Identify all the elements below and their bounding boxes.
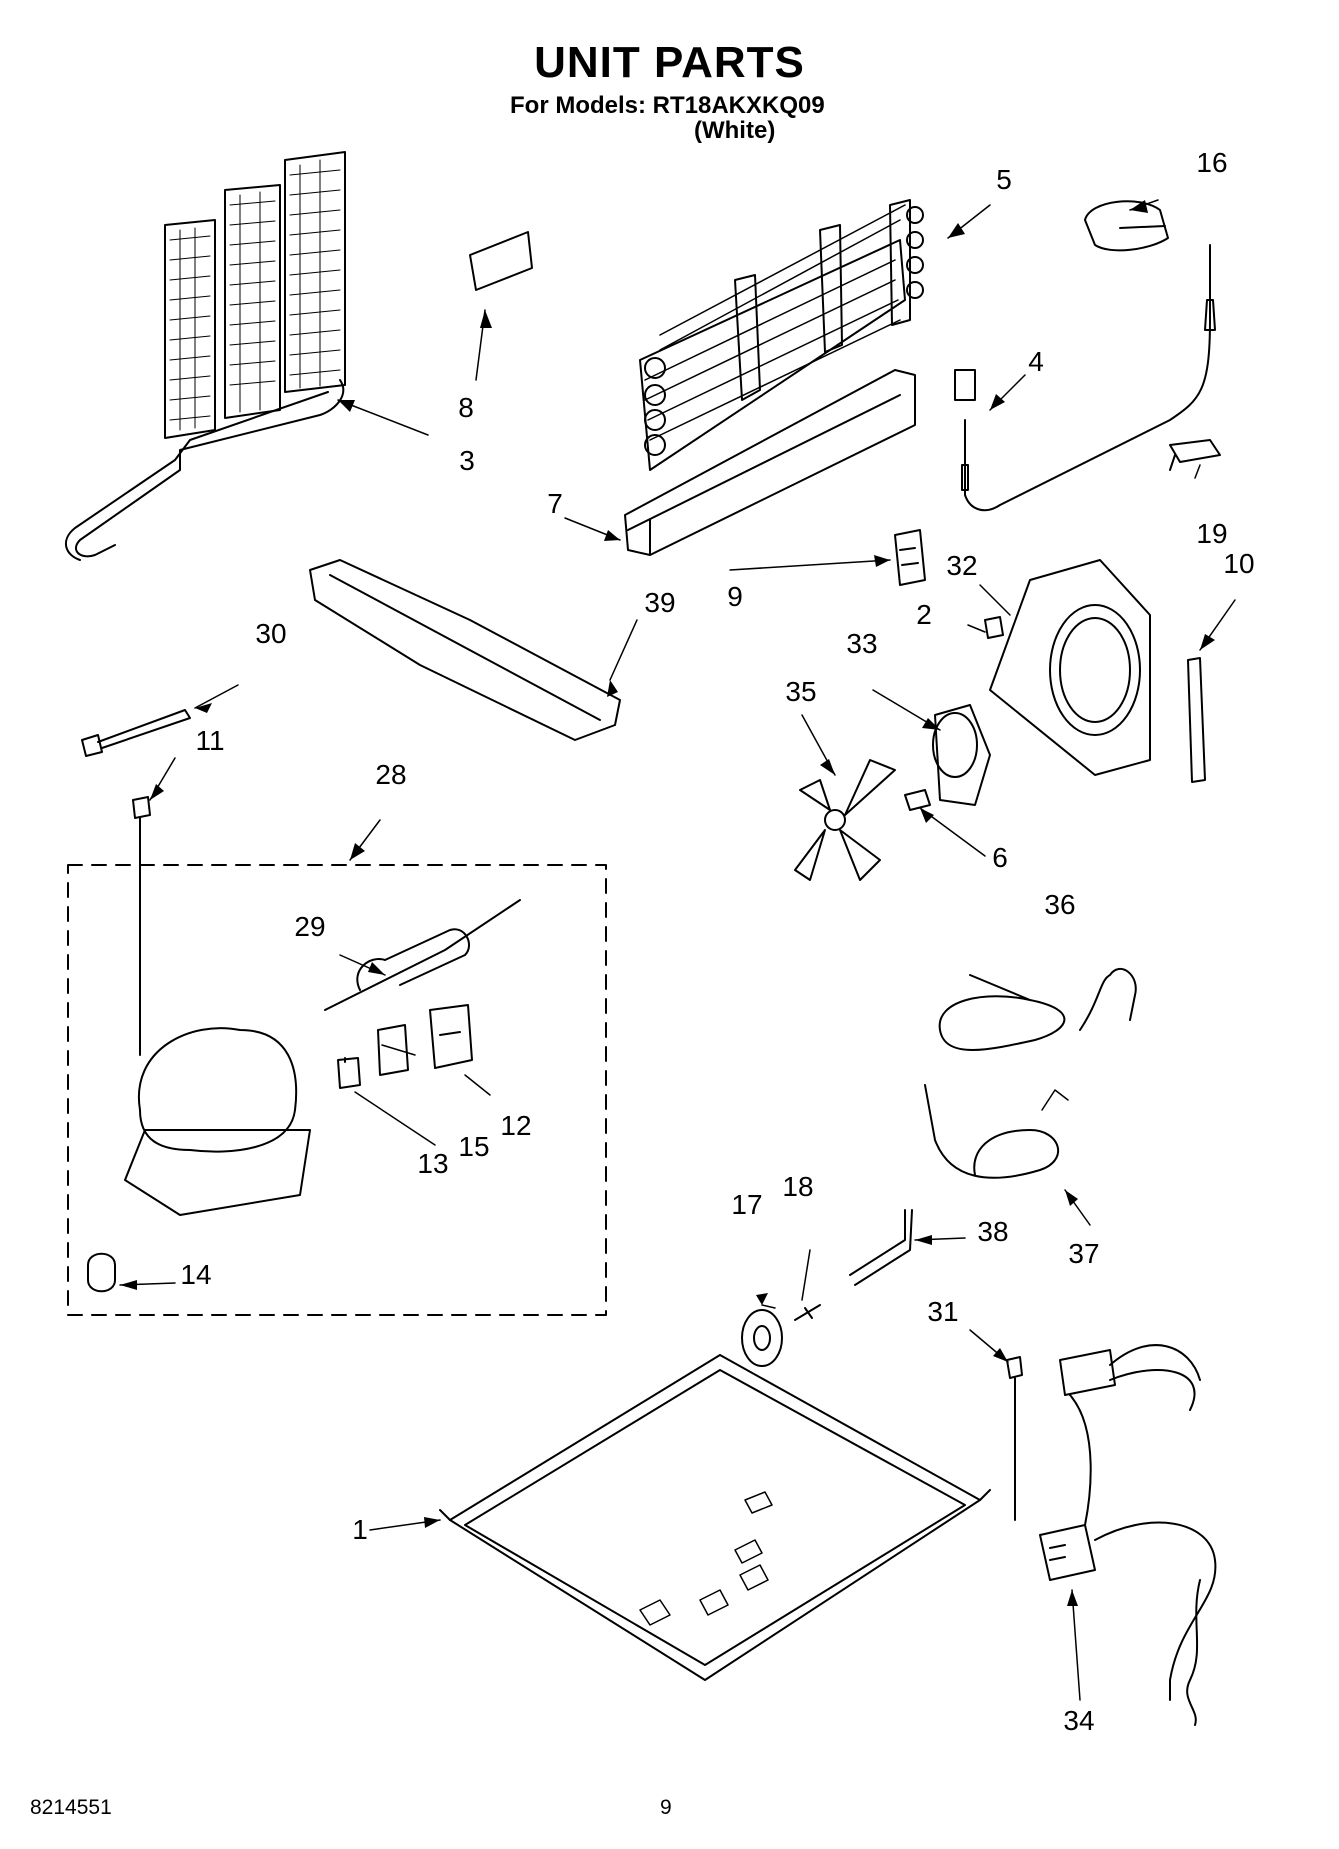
callout-11: 11 [195, 725, 225, 756]
drain-trough-part [624, 369, 916, 556]
cap-part [1084, 200, 1169, 252]
drier-part [324, 899, 521, 1011]
part-12-shape [429, 1004, 473, 1069]
callout-8: 8 [458, 392, 474, 423]
callout-31: 31 [927, 1296, 959, 1327]
screw-6-part [904, 789, 931, 811]
callout-10: 10 [1223, 548, 1255, 579]
callout-19: 19 [1196, 518, 1228, 549]
doc-number: 8214551 [30, 1796, 112, 1819]
callout-34: 34 [1063, 1705, 1095, 1736]
strip-part [1187, 657, 1206, 783]
fan-hub-part [824, 809, 846, 831]
callout-4: 4 [1028, 346, 1044, 377]
callout-14: 14 [180, 1259, 212, 1290]
roller-part [741, 1309, 783, 1367]
condenser-coil-part [65, 151, 346, 561]
tube-38-part [849, 1209, 913, 1286]
leader-lines [119, 199, 1236, 1701]
callout-29: 29 [294, 911, 326, 942]
part-15-shape [377, 1024, 409, 1076]
callout-33: 33 [846, 628, 878, 659]
callout-2: 2 [916, 599, 932, 630]
callout-38: 38 [977, 1216, 1009, 1247]
base-part [439, 1354, 991, 1681]
callout-7: 7 [547, 488, 563, 519]
page-title: UNIT PARTS [534, 38, 805, 87]
evaporator-part [639, 199, 924, 471]
pad-part [469, 231, 533, 291]
callout-17: 17 [731, 1189, 763, 1220]
fan-shroud-part [989, 559, 1151, 776]
drain-pan-part [309, 559, 621, 741]
color-line: (White) [694, 117, 776, 144]
callout-30: 30 [255, 618, 287, 649]
callout-1: 1 [352, 1514, 368, 1545]
callout-36: 36 [1044, 889, 1076, 920]
callout-12: 12 [500, 1110, 532, 1141]
screw-11-part [132, 796, 151, 1056]
page-number: 9 [660, 1796, 672, 1819]
tube-37-part [924, 1084, 1060, 1179]
compressor-kit-box [67, 864, 607, 1316]
models-line: For Models: RT18AKXKQ09 [510, 92, 825, 119]
callout-13: 13 [417, 1148, 449, 1179]
callout-37: 37 [1068, 1238, 1100, 1269]
bracket-part [894, 529, 926, 586]
callout-32: 32 [946, 550, 978, 581]
callout-35: 35 [785, 676, 817, 707]
callout-28: 28 [375, 759, 407, 790]
callout-3: 3 [459, 445, 475, 476]
sensor-lead-part [954, 244, 1216, 512]
fan-blade-part [794, 759, 896, 881]
fan-motor-part [934, 704, 991, 806]
wire-harness-part [1039, 1344, 1217, 1726]
callout-18: 18 [782, 1171, 814, 1202]
callout-15: 15 [458, 1131, 490, 1162]
tube-36-part [938, 967, 1137, 1051]
screw-31-part [1006, 1356, 1023, 1521]
callout-6: 6 [992, 842, 1008, 873]
tie-strap-part [81, 709, 191, 757]
callout-39: 39 [644, 587, 676, 618]
grommet-part [87, 1252, 116, 1293]
callout-5: 5 [996, 164, 1012, 195]
screw-2-part [984, 616, 1004, 639]
callout-9: 9 [727, 581, 743, 612]
roller-axle-part [753, 1325, 771, 1351]
axle-part [794, 1304, 821, 1321]
arrowheads [120, 200, 1215, 1606]
motor-face-part [932, 712, 978, 778]
part-13-shape [337, 1057, 361, 1089]
callout-16: 16 [1196, 147, 1228, 178]
compressor-part [124, 1027, 311, 1216]
clip-part [1169, 439, 1221, 471]
